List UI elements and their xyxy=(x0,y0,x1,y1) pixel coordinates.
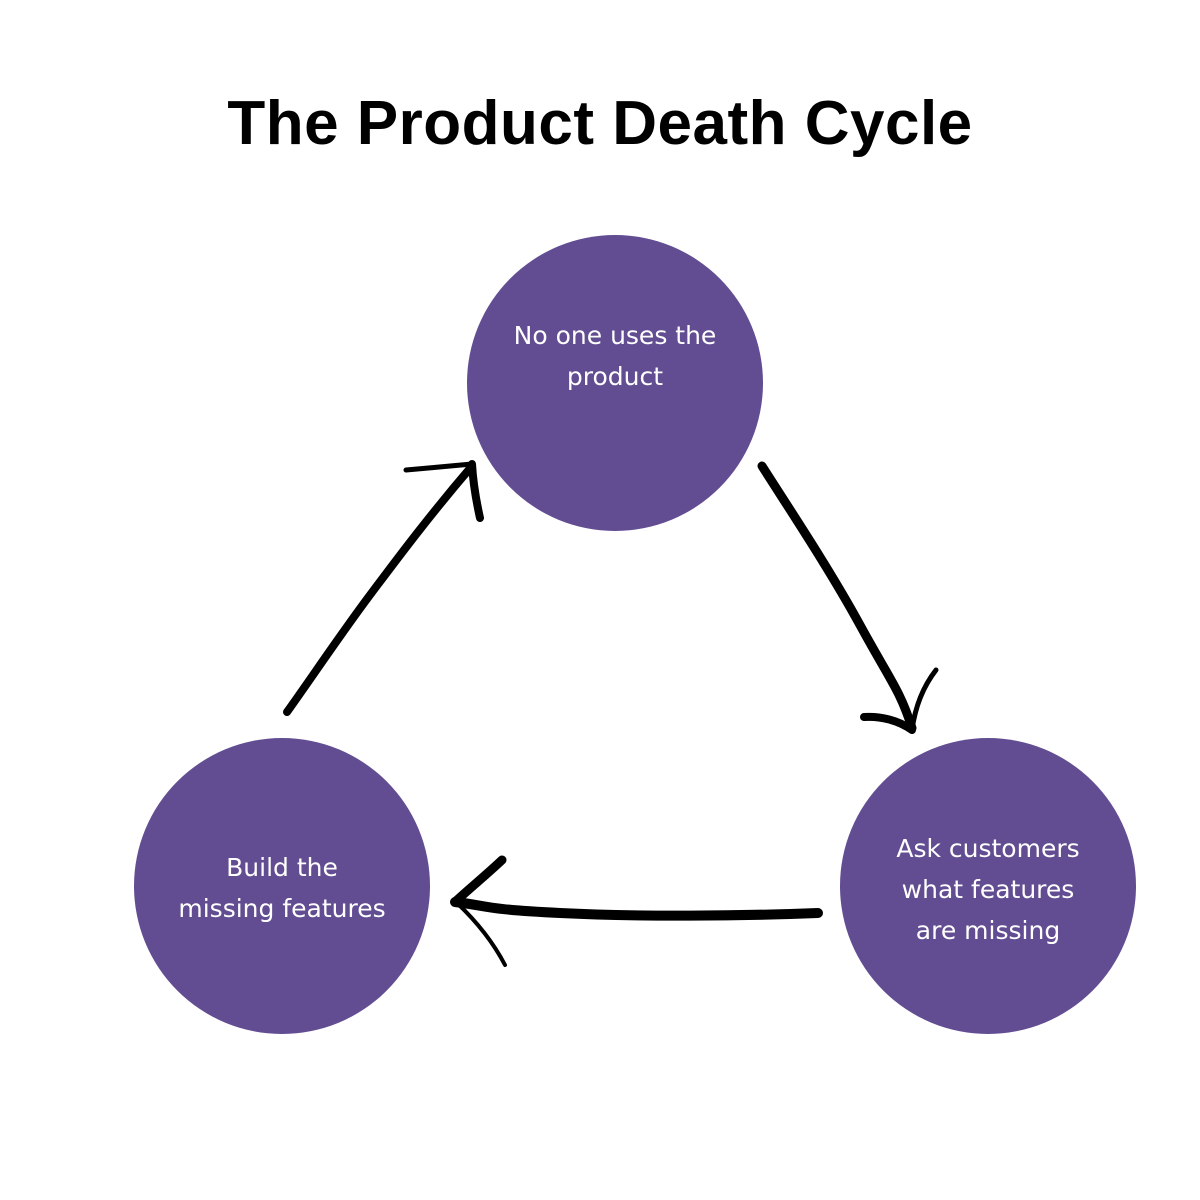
cycle-node-label: Ask customers what features are missing xyxy=(896,833,1080,945)
cycle-node-no-one-uses-product: No one uses the product xyxy=(467,235,763,531)
cycle-node-build-features: Build the missing features xyxy=(134,738,430,1034)
cycle-node-label: Build the missing features xyxy=(178,853,386,923)
arrow-left-to-top-icon xyxy=(283,460,484,716)
arrow-top-to-right-icon xyxy=(757,461,939,734)
arrow-right-to-left-icon xyxy=(450,855,823,967)
cycle-node-ask-customers: Ask customers what features are missing xyxy=(840,738,1136,1034)
diagram-title: The Product Death Cycle xyxy=(227,89,973,158)
cycle-node-label: No one uses the product xyxy=(513,321,717,391)
